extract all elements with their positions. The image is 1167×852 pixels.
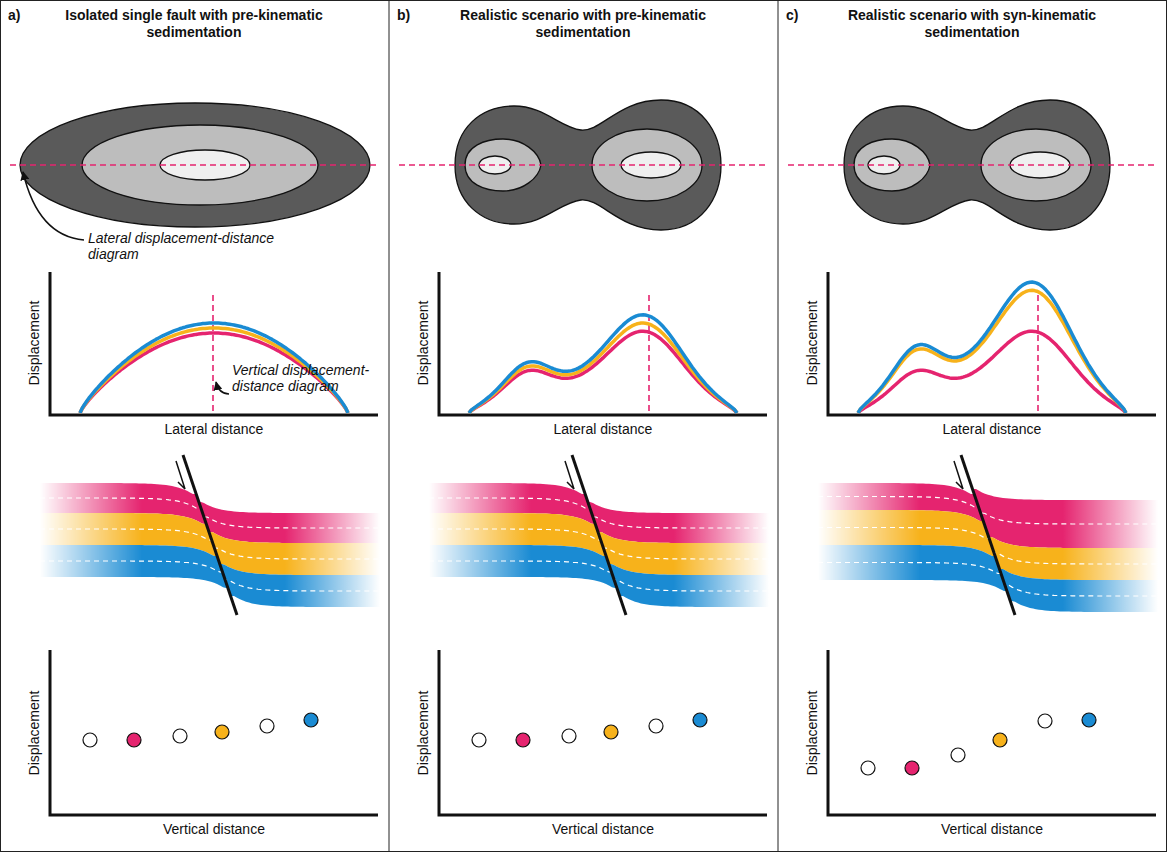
fault-line bbox=[572, 455, 626, 615]
axis-label: Displacement bbox=[26, 691, 42, 776]
chart-axis bbox=[828, 272, 1156, 415]
chart-axis bbox=[439, 272, 767, 415]
displacement-curve bbox=[469, 323, 737, 413]
axis-label: Lateral distance bbox=[165, 421, 264, 437]
layer-marker bbox=[928, 553, 1165, 564]
data-point bbox=[604, 725, 618, 739]
slip-arrow bbox=[565, 461, 574, 489]
data-point bbox=[83, 733, 97, 747]
data-point bbox=[1082, 713, 1096, 727]
layer-marker bbox=[40, 498, 259, 509]
data-point bbox=[993, 733, 1007, 747]
panel-letter: c) bbox=[786, 7, 798, 23]
axis-label: Vertical distance bbox=[941, 821, 1043, 837]
panel-title: Realistic scenario with pre-kinematic se… bbox=[437, 7, 729, 41]
fault-line bbox=[961, 455, 1015, 615]
layer-marker bbox=[150, 517, 387, 528]
fault-line bbox=[183, 455, 237, 615]
chart-axis bbox=[439, 650, 767, 815]
panel-letter: b) bbox=[397, 7, 410, 23]
slip-arrow bbox=[954, 461, 963, 489]
panel-heading: a) Isolated single fault with pre-kinemat… bbox=[0, 0, 389, 56]
layer-marker bbox=[539, 517, 776, 528]
sediment-layer bbox=[928, 489, 1165, 548]
sediment-layer bbox=[539, 502, 776, 543]
axis-label: Displacement bbox=[415, 301, 431, 386]
panel-heading: b) Realistic scenario with pre-kinematic … bbox=[389, 0, 778, 56]
profile-line bbox=[788, 164, 1158, 166]
panel-heading: c) Realistic scenario with syn-kinematic … bbox=[778, 0, 1167, 56]
layer-marker bbox=[539, 548, 776, 559]
sediment-layer bbox=[150, 532, 387, 575]
displacement-curve bbox=[469, 315, 737, 413]
fault-contour bbox=[592, 129, 702, 201]
fault-contour bbox=[981, 129, 1091, 201]
data-point bbox=[905, 761, 919, 775]
leader-arrow bbox=[216, 382, 229, 394]
data-point bbox=[951, 748, 965, 762]
data-point bbox=[215, 725, 229, 739]
panel-title: Realistic scenario with syn-kinematic se… bbox=[826, 7, 1118, 41]
data-point bbox=[472, 733, 486, 747]
displacement-curve bbox=[858, 282, 1126, 413]
layer-marker bbox=[928, 513, 1165, 524]
profile-line bbox=[10, 164, 380, 166]
panel-letter: a) bbox=[8, 7, 20, 23]
axis-label: Vertical distance bbox=[163, 821, 265, 837]
panel-title: Isolated single fault with pre-kinematic… bbox=[48, 7, 340, 41]
data-point bbox=[1038, 714, 1052, 728]
profile-line bbox=[212, 295, 214, 414]
fault-block bbox=[150, 502, 387, 607]
layer-marker bbox=[928, 585, 1165, 596]
axis-label: Vertical distance bbox=[552, 821, 654, 837]
profile-line bbox=[1037, 295, 1039, 414]
fault-block bbox=[928, 489, 1165, 612]
fault-block bbox=[539, 502, 776, 607]
leader-arrow bbox=[23, 172, 84, 240]
data-point bbox=[562, 729, 576, 743]
layer-marker bbox=[539, 580, 776, 591]
axis-label: Lateral distance bbox=[554, 421, 653, 437]
profile-line bbox=[648, 295, 650, 414]
slip-arrow bbox=[176, 461, 185, 489]
layer-marker bbox=[150, 580, 387, 591]
sediment-layer bbox=[539, 564, 776, 607]
data-point bbox=[693, 713, 707, 727]
axis-label: Displacement bbox=[804, 301, 820, 386]
data-point bbox=[304, 713, 318, 727]
sediment-layer bbox=[539, 532, 776, 575]
sediment-layer bbox=[928, 537, 1165, 580]
sediment-layer bbox=[928, 569, 1165, 612]
sediment-layer bbox=[150, 502, 387, 543]
callout-text: Vertical displacement-distance diagram bbox=[232, 362, 382, 394]
layer-marker bbox=[429, 498, 648, 509]
axis-label: Displacement bbox=[804, 691, 820, 776]
data-point bbox=[516, 733, 530, 747]
chart-axis bbox=[828, 650, 1156, 815]
panel-divider bbox=[778, 0, 779, 852]
profile-line bbox=[399, 164, 769, 166]
layer-marker bbox=[150, 548, 387, 559]
chart-axis bbox=[50, 650, 378, 815]
callout-text: Lateral displacement-distance diagram bbox=[88, 230, 284, 262]
axis-label: Displacement bbox=[26, 301, 42, 386]
data-point bbox=[173, 729, 187, 743]
displacement-curve bbox=[858, 290, 1126, 413]
panel-divider bbox=[389, 0, 390, 852]
displacement-curve bbox=[858, 331, 1126, 413]
axis-label: Lateral distance bbox=[943, 421, 1042, 437]
data-point bbox=[649, 719, 663, 733]
data-point bbox=[127, 733, 141, 747]
data-point bbox=[260, 719, 274, 733]
axis-label: Displacement bbox=[415, 691, 431, 776]
sediment-layer bbox=[150, 564, 387, 607]
data-point bbox=[861, 761, 875, 775]
